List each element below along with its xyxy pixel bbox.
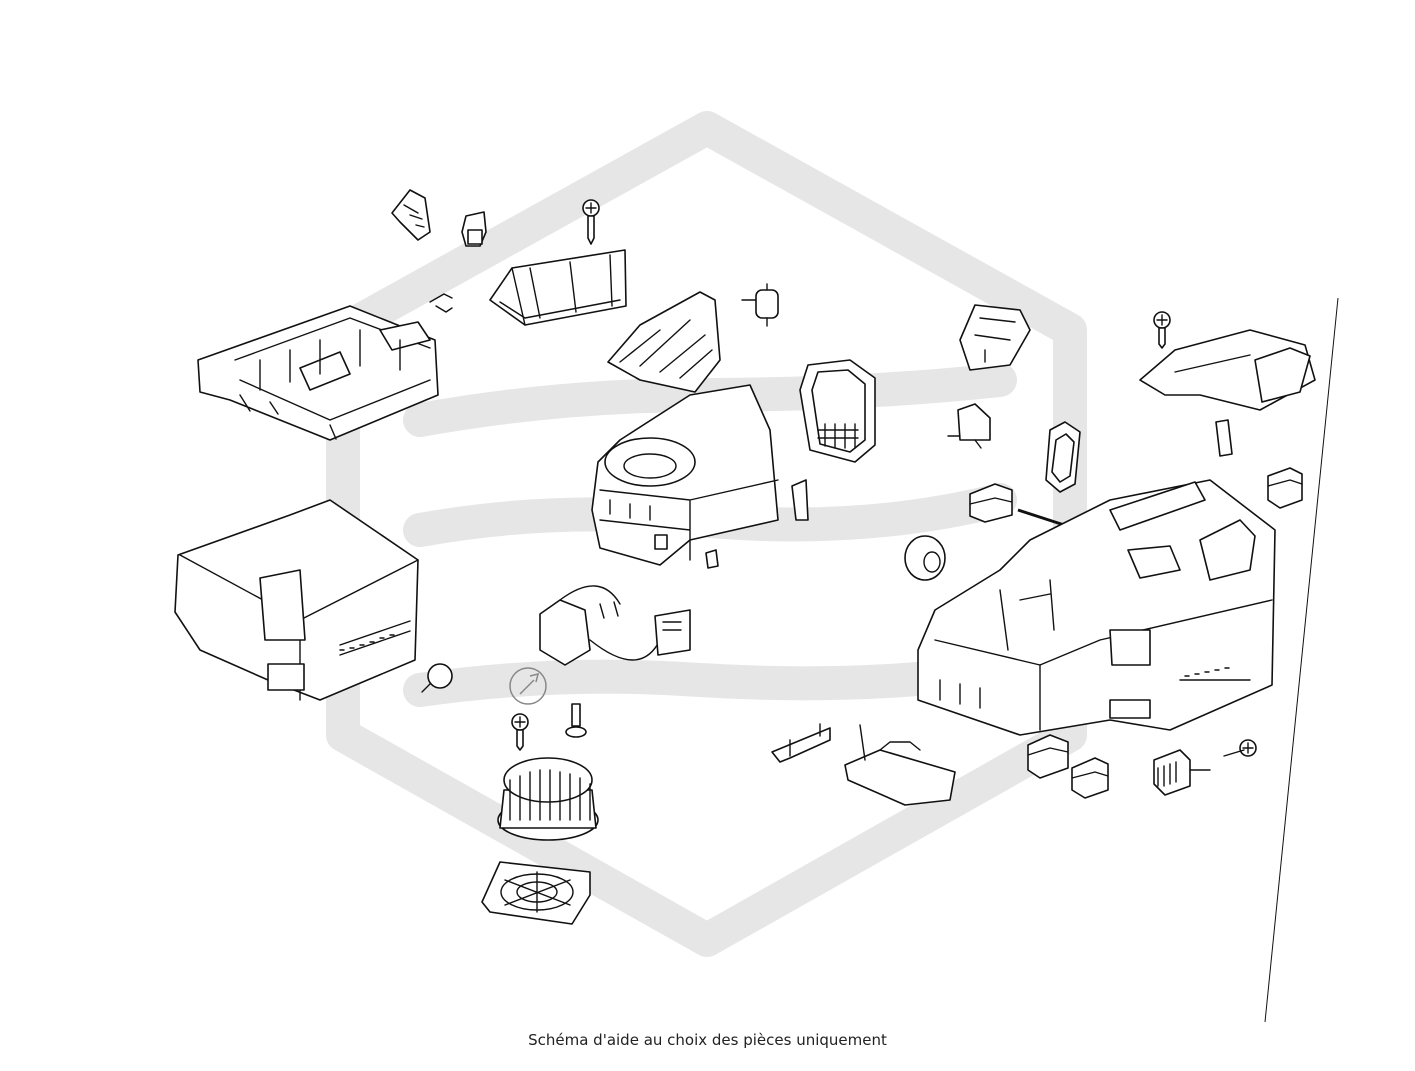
frame-line — [1264, 297, 1339, 1023]
part-screw-top — [582, 199, 600, 245]
part-rubber-mount-3 — [1027, 734, 1069, 779]
part-bracket-tray — [844, 724, 956, 806]
part-foam-roll — [904, 535, 946, 581]
part-blower-housing — [591, 384, 779, 566]
part-actuator-right — [1153, 749, 1211, 796]
diagram-caption: Schéma d'aide au choix des pièces unique… — [528, 1031, 887, 1049]
part-clip-right — [1215, 419, 1233, 457]
part-screw-right — [565, 703, 587, 738]
part-seal-ring — [1045, 421, 1081, 493]
part-rubber-mount-1 — [969, 483, 1013, 523]
part-bracket-small — [947, 403, 991, 449]
part-bracket-lower-left — [771, 723, 831, 763]
part-clip-bracket — [391, 189, 431, 241]
part-screw-topright — [1153, 311, 1171, 349]
part-upper-housing-cover — [197, 305, 439, 441]
part-screw-left — [511, 713, 529, 751]
part-clip-small — [429, 293, 453, 313]
part-gasket-frame — [799, 359, 876, 463]
part-cap-small — [421, 663, 453, 693]
part-rubber-mount-2 — [1267, 467, 1303, 509]
part-main-hvac-box — [917, 479, 1276, 736]
part-lower-housing — [174, 499, 419, 701]
part-plug — [461, 211, 487, 247]
part-rubber-mount-4 — [1071, 757, 1109, 799]
part-air-filter-frame — [489, 249, 627, 326]
part-screw-bottomright — [1223, 739, 1257, 757]
part-small-clip-center — [791, 479, 809, 521]
part-fan-grille — [481, 861, 591, 925]
wrench-logo-icon — [509, 667, 547, 705]
part-tiny-clip — [705, 549, 719, 569]
part-air-duct-elbow — [959, 304, 1031, 371]
part-outlet-duct — [1139, 329, 1316, 411]
part-blower-fan — [497, 757, 599, 841]
part-filter-insert — [607, 291, 721, 393]
part-actuator-motor — [741, 283, 779, 327]
part-wiring-harness — [539, 585, 691, 666]
